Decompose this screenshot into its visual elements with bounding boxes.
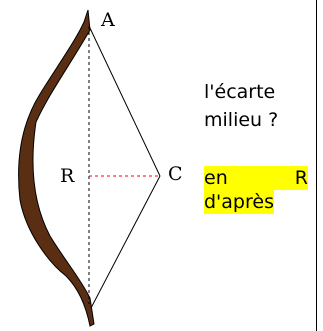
bow-limb	[18, 9, 95, 327]
answer-word-2: R	[294, 167, 308, 189]
right-border-line	[316, 0, 317, 331]
label-c: C	[168, 163, 183, 185]
question-line-1: l'écarte	[204, 81, 276, 103]
question-text: l'écarte milieu ?	[204, 78, 278, 134]
answer-line-2: d'après	[204, 190, 274, 214]
question-line-2: milieu ?	[204, 109, 279, 131]
answer-text: en R d'après	[204, 166, 310, 214]
answer-word-1: en	[204, 167, 228, 189]
label-a: A	[100, 9, 115, 31]
string-segment-bottom	[90, 175, 161, 309]
answer-line-1: en R	[204, 166, 308, 190]
label-r: R	[60, 165, 75, 187]
string-segment-top	[88, 25, 161, 177]
